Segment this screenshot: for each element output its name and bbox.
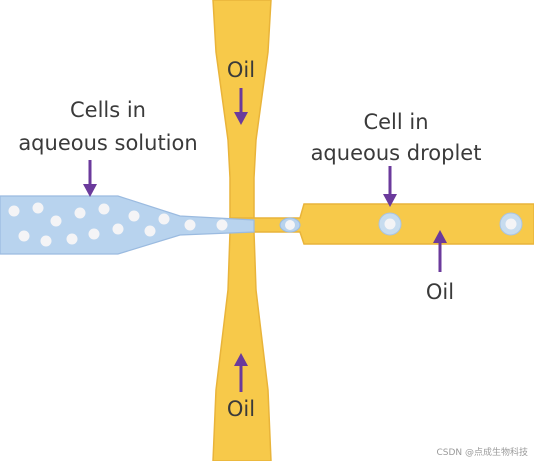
- arrow-down-oil-top: [234, 88, 248, 125]
- encapsulated-droplet: [499, 212, 523, 236]
- label-oil-bottom: Oil: [227, 397, 255, 421]
- encapsulated-droplet: [378, 212, 402, 236]
- cell: [112, 223, 124, 235]
- cell: [88, 228, 100, 240]
- label-oil-right: Oil: [426, 280, 454, 304]
- cell: [66, 233, 78, 245]
- cell: [74, 207, 86, 219]
- cell: [144, 225, 156, 237]
- arrow-up-oil-right: [433, 230, 447, 272]
- cells-in-solution: [8, 202, 228, 247]
- cell: [32, 202, 44, 214]
- cell: [128, 210, 140, 222]
- cell: [98, 203, 110, 215]
- cell: [184, 219, 196, 231]
- cell: [216, 219, 228, 231]
- cell: [8, 205, 20, 217]
- aqueous-inlet-channel: [0, 195, 255, 255]
- cell: [40, 235, 52, 247]
- label-cell-droplet-line2: aqueous droplet: [311, 141, 482, 165]
- label-oil-top: Oil: [227, 58, 255, 82]
- arrow-up-oil-bottom: [234, 353, 248, 392]
- cell: [285, 220, 295, 230]
- watermark: CSDN @点成生物科技: [436, 446, 528, 458]
- label-cells-solution-line2: aqueous solution: [18, 131, 197, 155]
- arrow-down-cells-solution: [83, 160, 97, 197]
- arrow-down-cell-droplet: [383, 166, 397, 207]
- cell: [18, 230, 30, 242]
- cell: [50, 215, 62, 227]
- label-cells-solution-line1: Cells in: [70, 98, 146, 122]
- label-cell-droplet-line1: Cell in: [363, 110, 428, 134]
- cell: [158, 213, 170, 225]
